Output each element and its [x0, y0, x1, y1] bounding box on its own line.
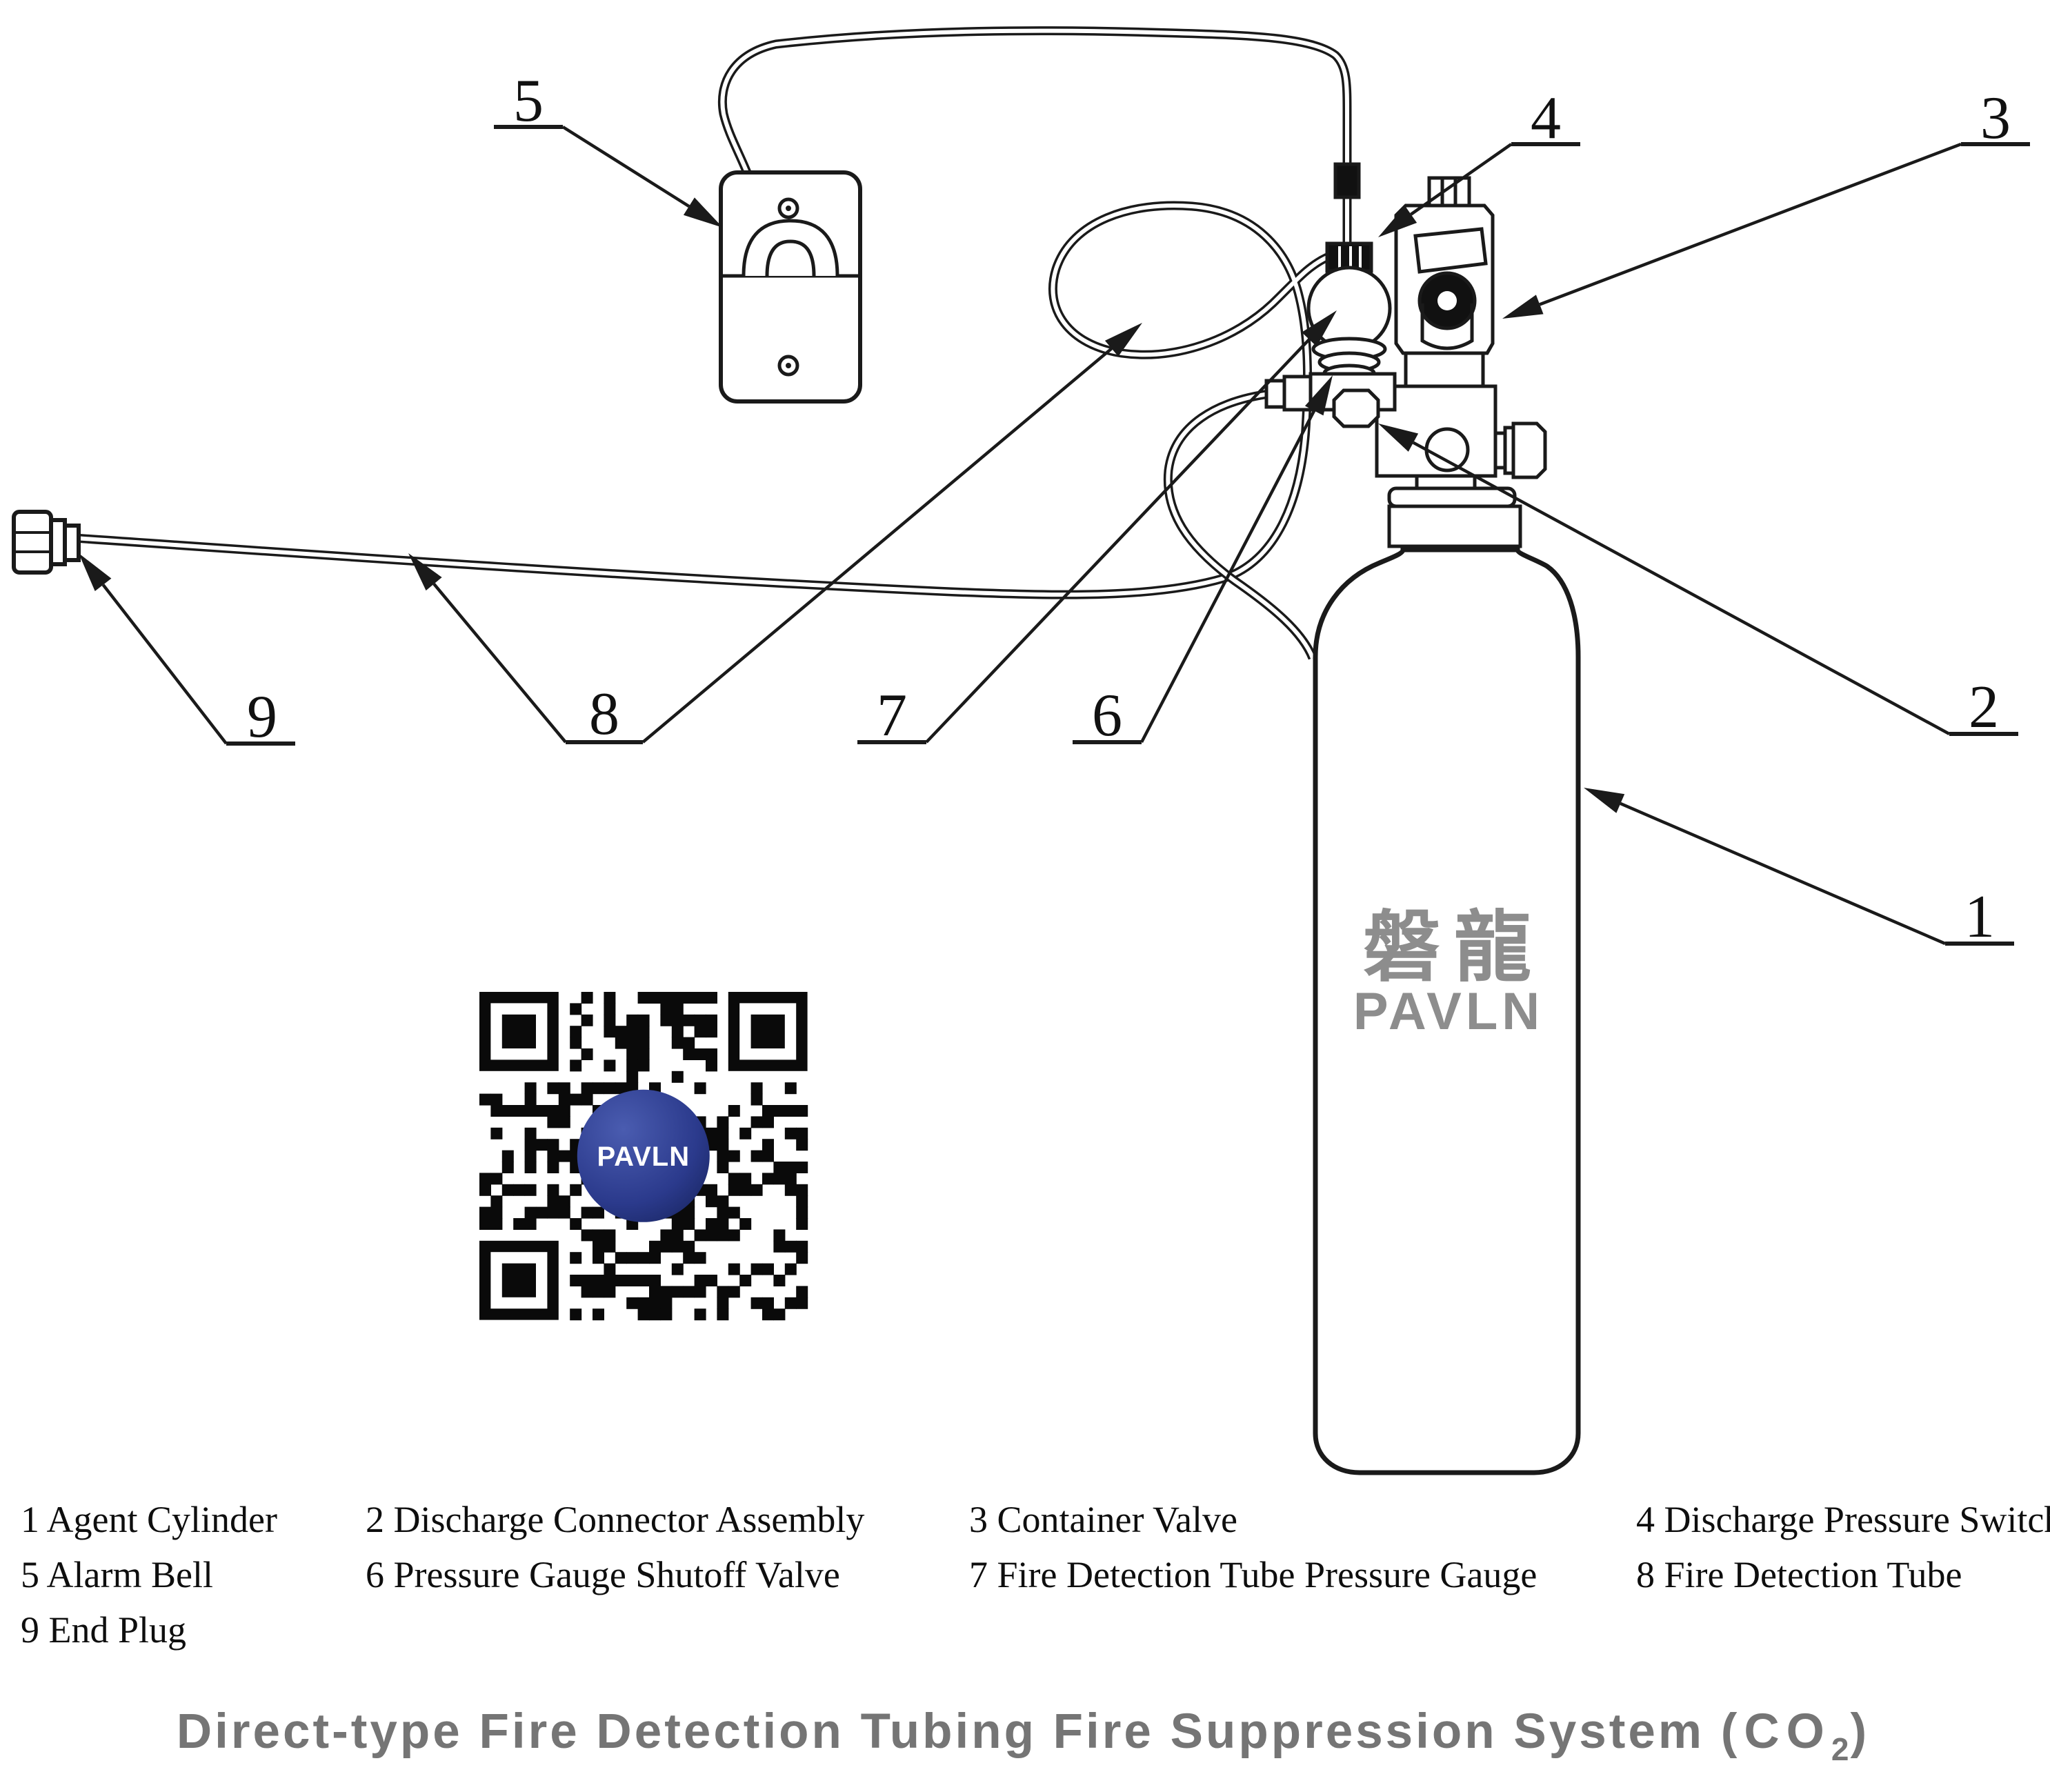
cylinder-brand-latin: PAVLN — [1353, 982, 1544, 1041]
callout-leader — [1412, 441, 1951, 735]
gauge-column — [1264, 162, 1397, 428]
fire-detection-tube — [74, 201, 1329, 599]
callout-number-4: 4 — [1531, 85, 1561, 152]
callout-arrowhead — [1104, 323, 1142, 357]
cylinder-brand-cjk: 磐龍 — [1363, 904, 1545, 990]
callout-leader — [1410, 143, 1513, 216]
callout-arrowhead — [1378, 206, 1417, 237]
callout-arrowhead — [1502, 295, 1544, 319]
callout-arrowhead — [1378, 424, 1419, 452]
callout-leader — [101, 584, 228, 745]
callout-leader — [1539, 142, 1962, 306]
discharge-connector-elbow — [1332, 388, 1380, 428]
callout-arrowhead — [683, 197, 723, 228]
container-valve-assembly — [1375, 176, 1547, 548]
alarm-bell — [719, 170, 862, 404]
qr-center-logo — [577, 1089, 710, 1222]
legend-item-1: 1 Agent Cylinder — [21, 1499, 277, 1540]
callout-arrowhead — [408, 553, 442, 591]
callout-labels: 1 2 3 4 5 6 7 8 9 — [79, 68, 2030, 950]
legend-item-6: 6 Pressure Gauge Shutoff Valve — [366, 1554, 840, 1595]
legend-item-9: 9 End Plug — [21, 1609, 187, 1651]
callout-leader — [432, 583, 567, 744]
legend-item-8: 8 Fire Detection Tube — [1636, 1554, 1962, 1595]
tube-inline-fitting — [1333, 162, 1361, 199]
callout-leader — [925, 338, 1311, 744]
right-outlet-fitting — [1493, 421, 1547, 479]
callout-number-9: 9 — [247, 684, 277, 750]
legend-item-4: 4 Discharge Pressure Switch — [1636, 1499, 2050, 1540]
legend-item-3: 3 Container Valve — [969, 1499, 1237, 1540]
alarm-bell-tube — [717, 26, 1352, 246]
callout-number-7: 7 — [877, 682, 907, 749]
callout-leader — [641, 347, 1113, 744]
qr-code: PAVLN — [467, 979, 820, 1333]
callout-number-5: 5 — [513, 68, 544, 135]
callout-leader — [561, 126, 690, 208]
valve-top-bolt — [1427, 176, 1471, 208]
callout-number-1: 1 — [1964, 884, 1995, 950]
callout-number-6: 6 — [1092, 682, 1122, 749]
legend-item-7: 7 Fire Detection Tube Pressure Gauge — [969, 1554, 1538, 1595]
legend-item-5: 5 Alarm Bell — [21, 1554, 213, 1595]
page-title: Direct-type Fire Detection Tubing Fire S… — [0, 1704, 2050, 1768]
legend-item-2: 2 Discharge Connector Assembly — [366, 1499, 865, 1540]
callout-arrowhead — [1304, 375, 1333, 416]
title-text: Direct-type Fire Detection Tubing Fire S… — [176, 1704, 1704, 1759]
qr-center-label: PAVLN — [597, 1142, 690, 1172]
callout-arrowhead — [79, 553, 112, 592]
agent-cylinder: 磐龍 PAVLN — [1313, 547, 1581, 1475]
callout-leader — [1140, 410, 1316, 744]
callout-number-8: 8 — [589, 681, 619, 748]
title-formula: (CO2) — [1720, 1704, 1874, 1767]
callout-leader — [1620, 802, 1946, 946]
discharge-connector-tube — [1163, 388, 1317, 660]
callout-arrowhead — [1584, 788, 1625, 813]
callout-number-2: 2 — [1969, 674, 1999, 741]
end-plug — [12, 510, 81, 575]
callout-arrowhead — [1302, 310, 1337, 347]
callout-number-3: 3 — [1980, 85, 2011, 152]
